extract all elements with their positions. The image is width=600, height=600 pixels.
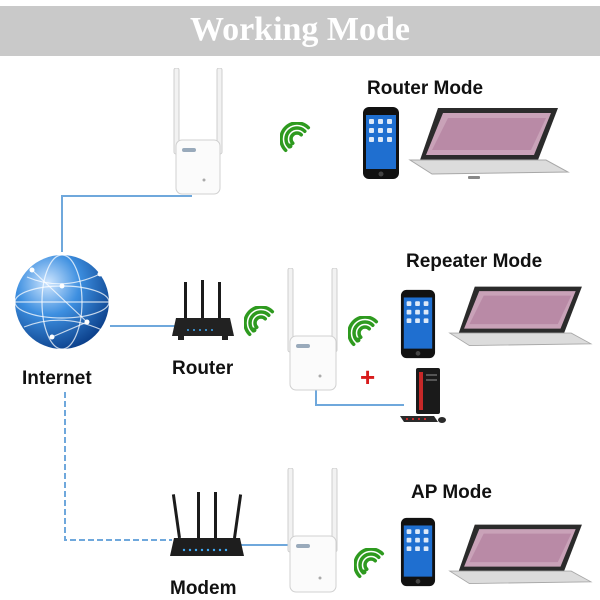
router-icon [170, 280, 236, 342]
modem-icon [168, 492, 246, 566]
smartphone-icon [400, 516, 436, 588]
wifi-icon [348, 316, 382, 350]
laptop-icon [408, 104, 576, 180]
wifi-icon [354, 548, 388, 582]
globe-icon [12, 252, 112, 352]
laptop-icon [448, 282, 598, 352]
extender-bottom-icon [286, 468, 342, 594]
cable-internet-to-modem [64, 392, 172, 541]
internet-label: Internet [22, 368, 92, 389]
desktop-pc-icon [398, 366, 448, 432]
mode-label-ap: AP Mode [411, 482, 492, 503]
extender-middle-icon [286, 268, 342, 392]
modem-label: Modem [170, 578, 237, 599]
smartphone-icon [400, 288, 436, 360]
wifi-icon [280, 122, 314, 156]
title-banner [0, 6, 600, 56]
mode-label-repeater: Repeater Mode [406, 251, 543, 272]
cable-internet-to-extender-top [61, 195, 192, 252]
extender-top-icon [170, 68, 226, 196]
router-label: Router [172, 358, 234, 379]
smartphone-icon [362, 106, 400, 180]
plus-sign: + [360, 362, 376, 392]
wifi-icon [244, 306, 278, 340]
mode-label-router: Router Mode [367, 78, 484, 99]
page-title: Working Mode [189, 11, 411, 48]
laptop-icon [448, 520, 598, 590]
cable-extender-to-pc [315, 388, 404, 406]
